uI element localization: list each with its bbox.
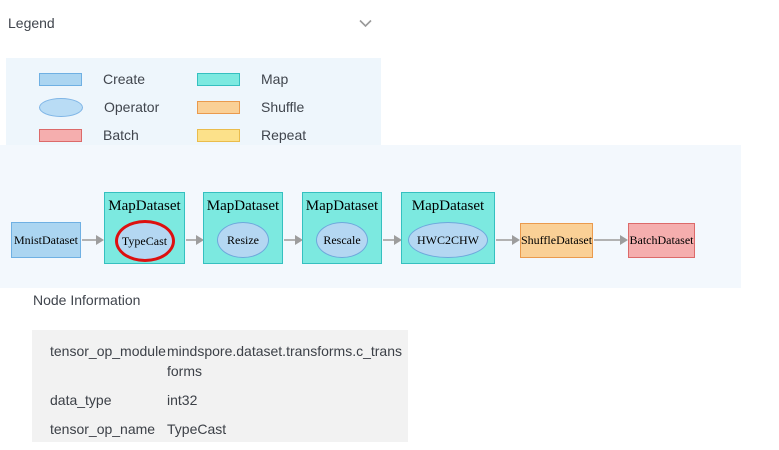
legend-label: Operator bbox=[104, 99, 160, 115]
node-info-title: Node Information bbox=[33, 292, 141, 308]
map-node-title: MapDataset bbox=[411, 198, 485, 214]
batch-swatch bbox=[39, 128, 82, 142]
graph-node-mapdataset-resize[interactable]: MapDataset Resize bbox=[203, 192, 283, 264]
info-value: TypeCast bbox=[167, 421, 227, 437]
legend-label: Batch bbox=[103, 127, 139, 143]
map-node-title: MapDataset bbox=[206, 198, 280, 214]
graph-node-mnistdataset[interactable]: MnistDataset bbox=[11, 222, 81, 258]
graph-node-mapdataset-typecast[interactable]: MapDataset TypeCast bbox=[104, 192, 185, 264]
legend-panel: Create Map Operator Shuffle Batch Repeat bbox=[6, 58, 381, 145]
graph-node-mapdataset-hwc2chw[interactable]: MapDataset HWC2CHW bbox=[401, 192, 495, 264]
map-node-title: MapDataset bbox=[305, 198, 379, 214]
edge-arrow bbox=[82, 235, 104, 245]
operator-node-resize[interactable]: Resize bbox=[217, 222, 269, 258]
repeat-swatch bbox=[197, 128, 240, 142]
operator-node-typecast-selected[interactable]: TypeCast bbox=[114, 220, 175, 262]
map-node-title: MapDataset bbox=[108, 198, 181, 214]
operator-node-hwc2chw[interactable]: HWC2CHW bbox=[408, 222, 488, 258]
edge-arrow bbox=[496, 235, 520, 245]
node-info-table: tensor_op_module mindspore.dataset.trans… bbox=[32, 330, 408, 442]
info-value: mindspore.dataset.transforms.c_transform… bbox=[167, 343, 402, 379]
table-row: data_type int32 bbox=[50, 390, 408, 410]
dataset-graph-panel: MnistDataset MapDataset TypeCast MapData… bbox=[0, 145, 741, 288]
edge-arrow bbox=[594, 235, 628, 245]
legend-label: Shuffle bbox=[261, 99, 305, 115]
legend-header-title: Legend bbox=[8, 15, 55, 31]
operator-swatch bbox=[39, 97, 83, 117]
legend-item-batch: Batch bbox=[39, 122, 197, 148]
graph-node-batchdataset[interactable]: BatchDataset bbox=[628, 223, 695, 258]
info-key: data_type bbox=[50, 392, 112, 408]
map-swatch bbox=[197, 72, 240, 86]
create-swatch bbox=[39, 72, 82, 86]
legend-item-repeat: Repeat bbox=[197, 122, 381, 148]
legend-label: Create bbox=[103, 71, 146, 87]
legend-item-shuffle: Shuffle bbox=[197, 94, 381, 120]
legend-label: Repeat bbox=[261, 127, 307, 143]
legend-item-operator: Operator bbox=[39, 94, 197, 120]
info-value: int32 bbox=[167, 392, 198, 408]
table-row: tensor_op_module mindspore.dataset.trans… bbox=[50, 341, 408, 381]
legend-item-create: Create bbox=[39, 66, 197, 92]
chevron-down-icon[interactable] bbox=[357, 15, 374, 32]
operator-node-rescale[interactable]: Rescale bbox=[316, 222, 368, 258]
legend-item-map: Map bbox=[197, 66, 381, 92]
graph-node-shuffledataset[interactable]: ShuffleDataset bbox=[520, 223, 593, 258]
edge-arrow bbox=[383, 235, 402, 245]
info-key: tensor_op_module bbox=[50, 343, 166, 359]
graph-node-mapdataset-rescale[interactable]: MapDataset Rescale bbox=[302, 192, 382, 264]
edge-arrow bbox=[186, 235, 204, 245]
edge-arrow bbox=[284, 235, 303, 245]
shuffle-swatch bbox=[197, 100, 240, 114]
table-row: tensor_op_name TypeCast bbox=[50, 419, 408, 439]
legend-label: Map bbox=[261, 71, 289, 87]
info-key: tensor_op_name bbox=[50, 421, 156, 437]
